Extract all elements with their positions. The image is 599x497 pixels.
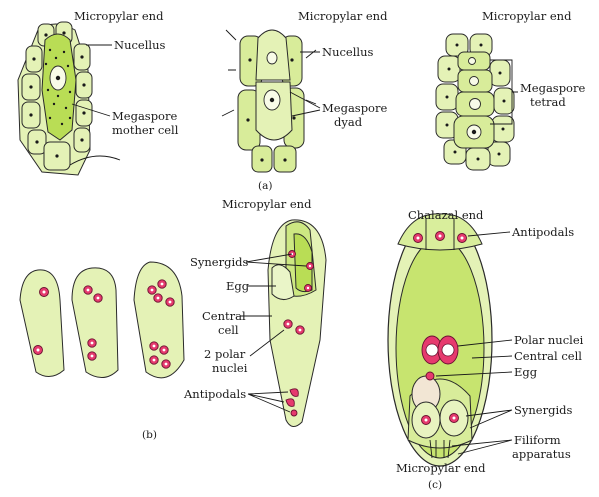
label-mother-cell: mother cell	[112, 123, 179, 137]
leader-synergids-b	[245, 253, 307, 267]
panel-c: Chalazal end Micropylar end Antipodals P…	[387, 208, 584, 491]
heading-chalazal-end: Chalazal end	[408, 208, 484, 222]
label-synergids-c: Synergids	[514, 403, 572, 417]
label-egg-b: Egg	[226, 279, 250, 293]
eight-nucleate-cell	[133, 261, 185, 379]
panel-a: Micropylar end Nucellus Megaspore mother…	[17, 9, 585, 192]
megaspore-dyad-drawing	[221, 29, 317, 173]
label-central-b-2: cell	[218, 323, 239, 337]
heading-micropylar-end-3: Micropylar end	[482, 9, 572, 23]
mature-embryo-sac-c	[387, 213, 493, 467]
label-filiform-1: Filiform	[514, 433, 561, 447]
leader-polar-b	[249, 329, 285, 357]
megaspore-tetrad-drawing	[435, 33, 515, 171]
label-central-cell-c: Central cell	[514, 349, 582, 363]
two-nucleate-cell	[19, 269, 65, 377]
tetrad-bracket	[490, 59, 518, 125]
heading-micropylar-end-2: Micropylar end	[298, 9, 388, 23]
seven-celled-embryo-sac-b	[267, 219, 327, 427]
label-filiform-2: apparatus	[512, 447, 571, 461]
heading-micropylar-end-b: Micropylar end	[222, 197, 312, 211]
label-megaspore-2: Megaspore	[322, 101, 387, 115]
label-nucellus-1: Nucellus	[114, 38, 165, 52]
megaspore-mother-cell-drawing	[17, 21, 121, 176]
caption-c: (c)	[428, 479, 442, 491]
label-synergids-b: Synergids	[190, 255, 248, 269]
label-antipodals-b: Antipodals	[183, 387, 246, 401]
label-polar-b-1: 2 polar	[204, 347, 246, 361]
caption-b: (b)	[142, 429, 157, 441]
leader-polar-c	[457, 339, 513, 347]
label-central-b-1: Central	[202, 309, 246, 323]
panel-b: Micropylar end Synergids Egg Central cel…	[19, 197, 327, 441]
heading-micropylar-end-1: Micropylar end	[74, 9, 164, 23]
label-polar-b-2: nuclei	[212, 361, 248, 375]
label-tetrad: tetrad	[530, 95, 566, 109]
label-megaspore-1: Megaspore	[112, 109, 177, 123]
leader-egg-c	[435, 371, 513, 377]
leader-synergids-c	[465, 409, 513, 429]
leader-filiform	[451, 439, 513, 455]
heading-micropylar-end-c: Micropylar end	[396, 461, 486, 475]
four-nucleate-cell	[71, 267, 119, 378]
leader-central-c	[471, 355, 513, 359]
leader-dyad-1	[289, 91, 321, 109]
leader-mmc	[71, 103, 111, 117]
label-egg-c: Egg	[514, 365, 538, 379]
label-megaspore-3: Megaspore	[520, 81, 585, 95]
caption-a: (a)	[258, 180, 272, 192]
label-antipodals-c: Antipodals	[511, 225, 574, 239]
label-dyad: dyad	[334, 115, 363, 129]
leader-antipodals-c	[467, 231, 511, 237]
label-nucellus-2: Nucellus	[322, 45, 373, 59]
label-polar-nuclei: Polar nuclei	[514, 333, 584, 347]
leader-dyad-2	[291, 109, 321, 117]
leader-antipodals-b	[247, 391, 291, 413]
